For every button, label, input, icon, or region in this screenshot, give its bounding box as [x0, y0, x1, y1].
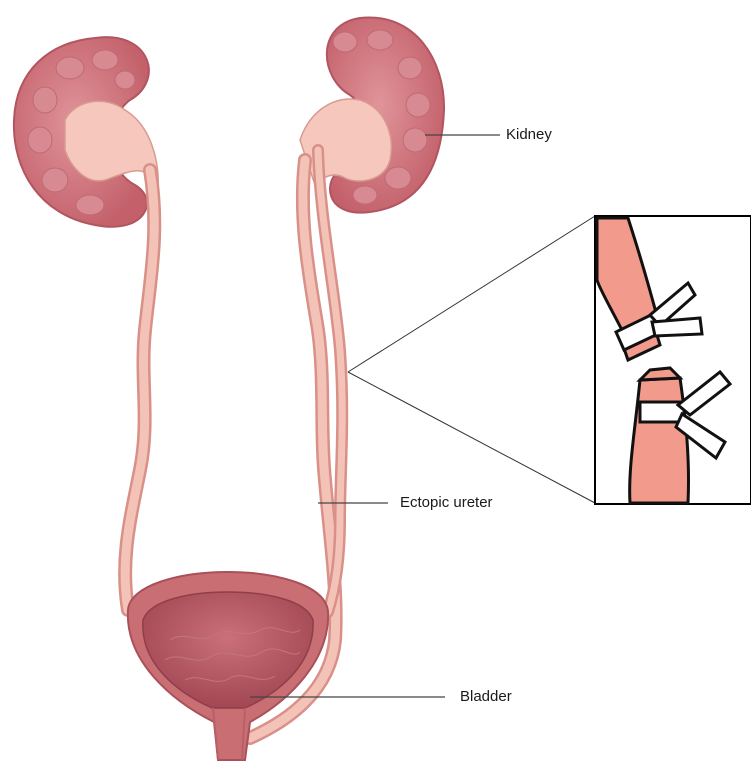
- ectopic-ureter-label: Ectopic ureter: [400, 494, 493, 511]
- callout-line-bottom: [348, 372, 595, 503]
- ligation-inset: [595, 216, 751, 504]
- left-kidney: [14, 37, 158, 227]
- bladder-label: Bladder: [460, 688, 512, 705]
- kidney-label: Kidney: [506, 126, 552, 143]
- bladder: [128, 572, 328, 760]
- callout-line-top: [348, 216, 595, 372]
